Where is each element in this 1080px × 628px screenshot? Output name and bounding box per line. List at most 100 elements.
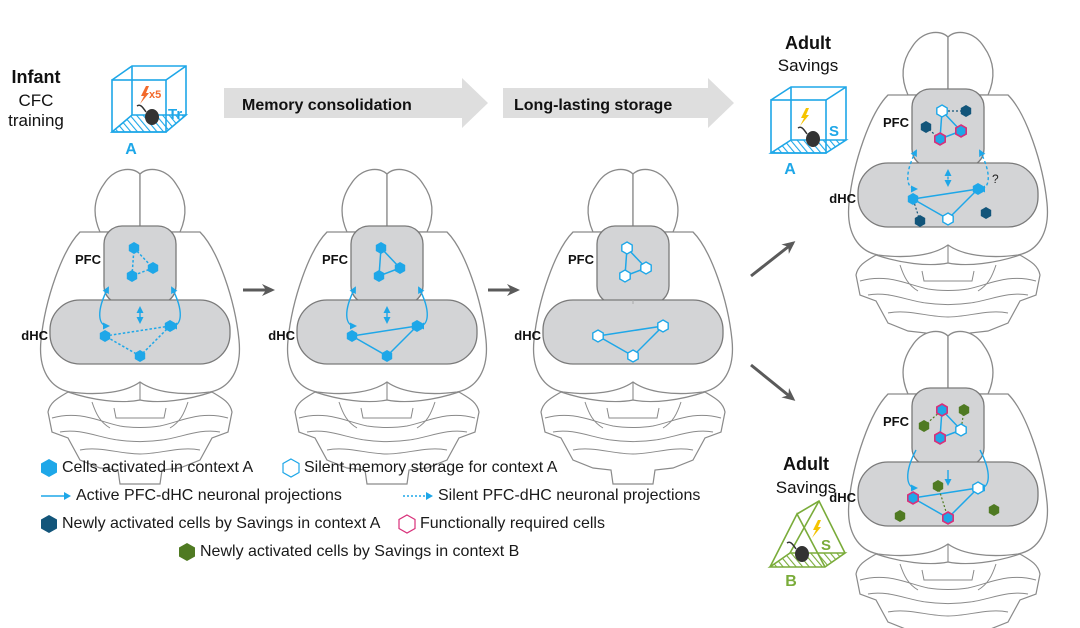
- silent-cell: [627, 349, 639, 363]
- active-cell: [99, 330, 111, 342]
- cell-link: [632, 325, 664, 357]
- cell-link: [947, 188, 979, 220]
- cell-link: [925, 126, 941, 140]
- legend-label: Newly activated cells by Savings in cont…: [200, 543, 520, 560]
- pfc-region: [350, 225, 424, 305]
- context-A-box-icon: [768, 86, 849, 154]
- active-cell-icon: [41, 459, 57, 477]
- mouse-icon: [786, 541, 809, 562]
- pfc-dhc-projection: [99, 286, 110, 330]
- new-cell-B: [958, 404, 970, 416]
- shock-count: x5: [149, 89, 161, 101]
- active-cell: [907, 193, 919, 205]
- dhc-region: [857, 162, 1039, 228]
- context-B-triangle-box-icon: [767, 499, 848, 568]
- required-cell: [936, 403, 948, 417]
- active-cell: [126, 270, 138, 282]
- legend-item-active-cell: Cells activated in context A: [40, 458, 253, 478]
- legend-item-new-cell-B: Newly activated cells by Savings in cont…: [178, 542, 519, 562]
- cell-link: [351, 325, 418, 337]
- new-cell-B: [918, 420, 930, 432]
- training-line3: training: [8, 111, 64, 130]
- cell-link: [947, 487, 979, 519]
- new-cell-B-icon: [179, 543, 195, 561]
- active-cell: [346, 330, 358, 342]
- brain-memory-consolidation: PFC dHC: [268, 168, 488, 485]
- legend-label: Newly activated cells by Savings in cont…: [62, 515, 381, 532]
- transition-arrow-down: [750, 363, 796, 401]
- new-cell-A: [960, 105, 972, 117]
- cell-link: [912, 188, 979, 200]
- silent-cell: [955, 423, 967, 437]
- pfc-dhc-projection: [978, 149, 989, 193]
- cell-link: [912, 487, 979, 499]
- new-cell-B: [894, 510, 906, 522]
- cell-link: [351, 335, 388, 357]
- active-cell: [147, 262, 159, 274]
- dhc-label: dHC: [829, 191, 856, 206]
- cell-link: [104, 335, 141, 357]
- new-cell-A: [980, 207, 992, 219]
- silent-cell: [640, 261, 652, 275]
- training-context-box: Infant CFC training x5 Tr A: [8, 65, 189, 158]
- active-cell: [373, 270, 385, 282]
- training-box-label: Tr: [168, 106, 182, 123]
- adult-B-box-label: S: [821, 537, 831, 554]
- dhc-label: dHC: [268, 328, 295, 343]
- legend-item-silent-cell: Silent memory storage for context A: [282, 458, 557, 478]
- active-cell: [164, 320, 176, 332]
- training-line2: CFC: [19, 91, 54, 110]
- dhc-label: dHC: [21, 328, 48, 343]
- new-cell-B: [932, 480, 944, 492]
- silent-cell: [972, 481, 984, 495]
- active-cell: [381, 350, 393, 362]
- active-cell: [972, 183, 984, 195]
- adult-A-title: Adult: [785, 33, 831, 53]
- banner-memory-consolidation: Memory consolidation: [224, 78, 488, 128]
- adult-B-context-label: B: [785, 573, 797, 590]
- legend-label: Active PFC-dHC neuronal projections: [76, 487, 342, 504]
- active-cell: [375, 242, 387, 254]
- adult-savings-context-B: Adult Savings S B: [767, 454, 848, 590]
- mouse-icon: [136, 104, 159, 125]
- new-cell-A: [914, 215, 926, 227]
- active-cell: [394, 262, 406, 274]
- brain-adult-savings-context-B: PFC dHC: [829, 330, 1049, 628]
- adult-B-title: Adult: [783, 454, 829, 474]
- dhc-label: dHC: [829, 490, 856, 505]
- shock-icon: [812, 520, 821, 538]
- shock-icon: [800, 108, 809, 126]
- pfc-label: PFC: [883, 414, 910, 429]
- required-cell: [955, 124, 968, 138]
- legend-label: Silent memory storage for context A: [304, 459, 558, 476]
- banner-long-lasting-storage: Long-lasting storage: [503, 78, 734, 128]
- legend-item-active-projection: Active PFC-dHC neuronal projections: [40, 487, 342, 505]
- legend-label: Silent PFC-dHC neuronal projections: [438, 487, 701, 504]
- dhc-region: [296, 299, 478, 365]
- pfc-label: PFC: [322, 252, 349, 267]
- training-context-label: A: [125, 141, 137, 158]
- active-cell: [128, 242, 140, 254]
- pfc-region: [596, 225, 670, 305]
- active-cell: [411, 320, 423, 332]
- required-cell: [942, 511, 954, 525]
- silent-cell-icon: [282, 458, 300, 478]
- cell-link: [386, 325, 418, 357]
- adult-A-context-label: A: [784, 161, 796, 178]
- dhc-label: dHC: [514, 328, 541, 343]
- required-cell: [934, 132, 947, 146]
- required-cell: [906, 491, 920, 505]
- cell-link: [104, 325, 171, 337]
- required-cell-icon: [398, 514, 416, 534]
- legend-label: Cells activated in context A: [62, 459, 254, 476]
- pfc-dhc-projection: [346, 286, 357, 330]
- new-cell-A-icon: [41, 515, 57, 533]
- active-projection-icon: [41, 492, 71, 500]
- adult-A-box-label: S: [829, 123, 839, 140]
- adult-A-subtitle: Savings: [778, 56, 838, 75]
- adult-B-subtitle: Savings: [776, 478, 836, 497]
- shock-icon: [140, 86, 149, 104]
- mouse-icon: [797, 126, 820, 147]
